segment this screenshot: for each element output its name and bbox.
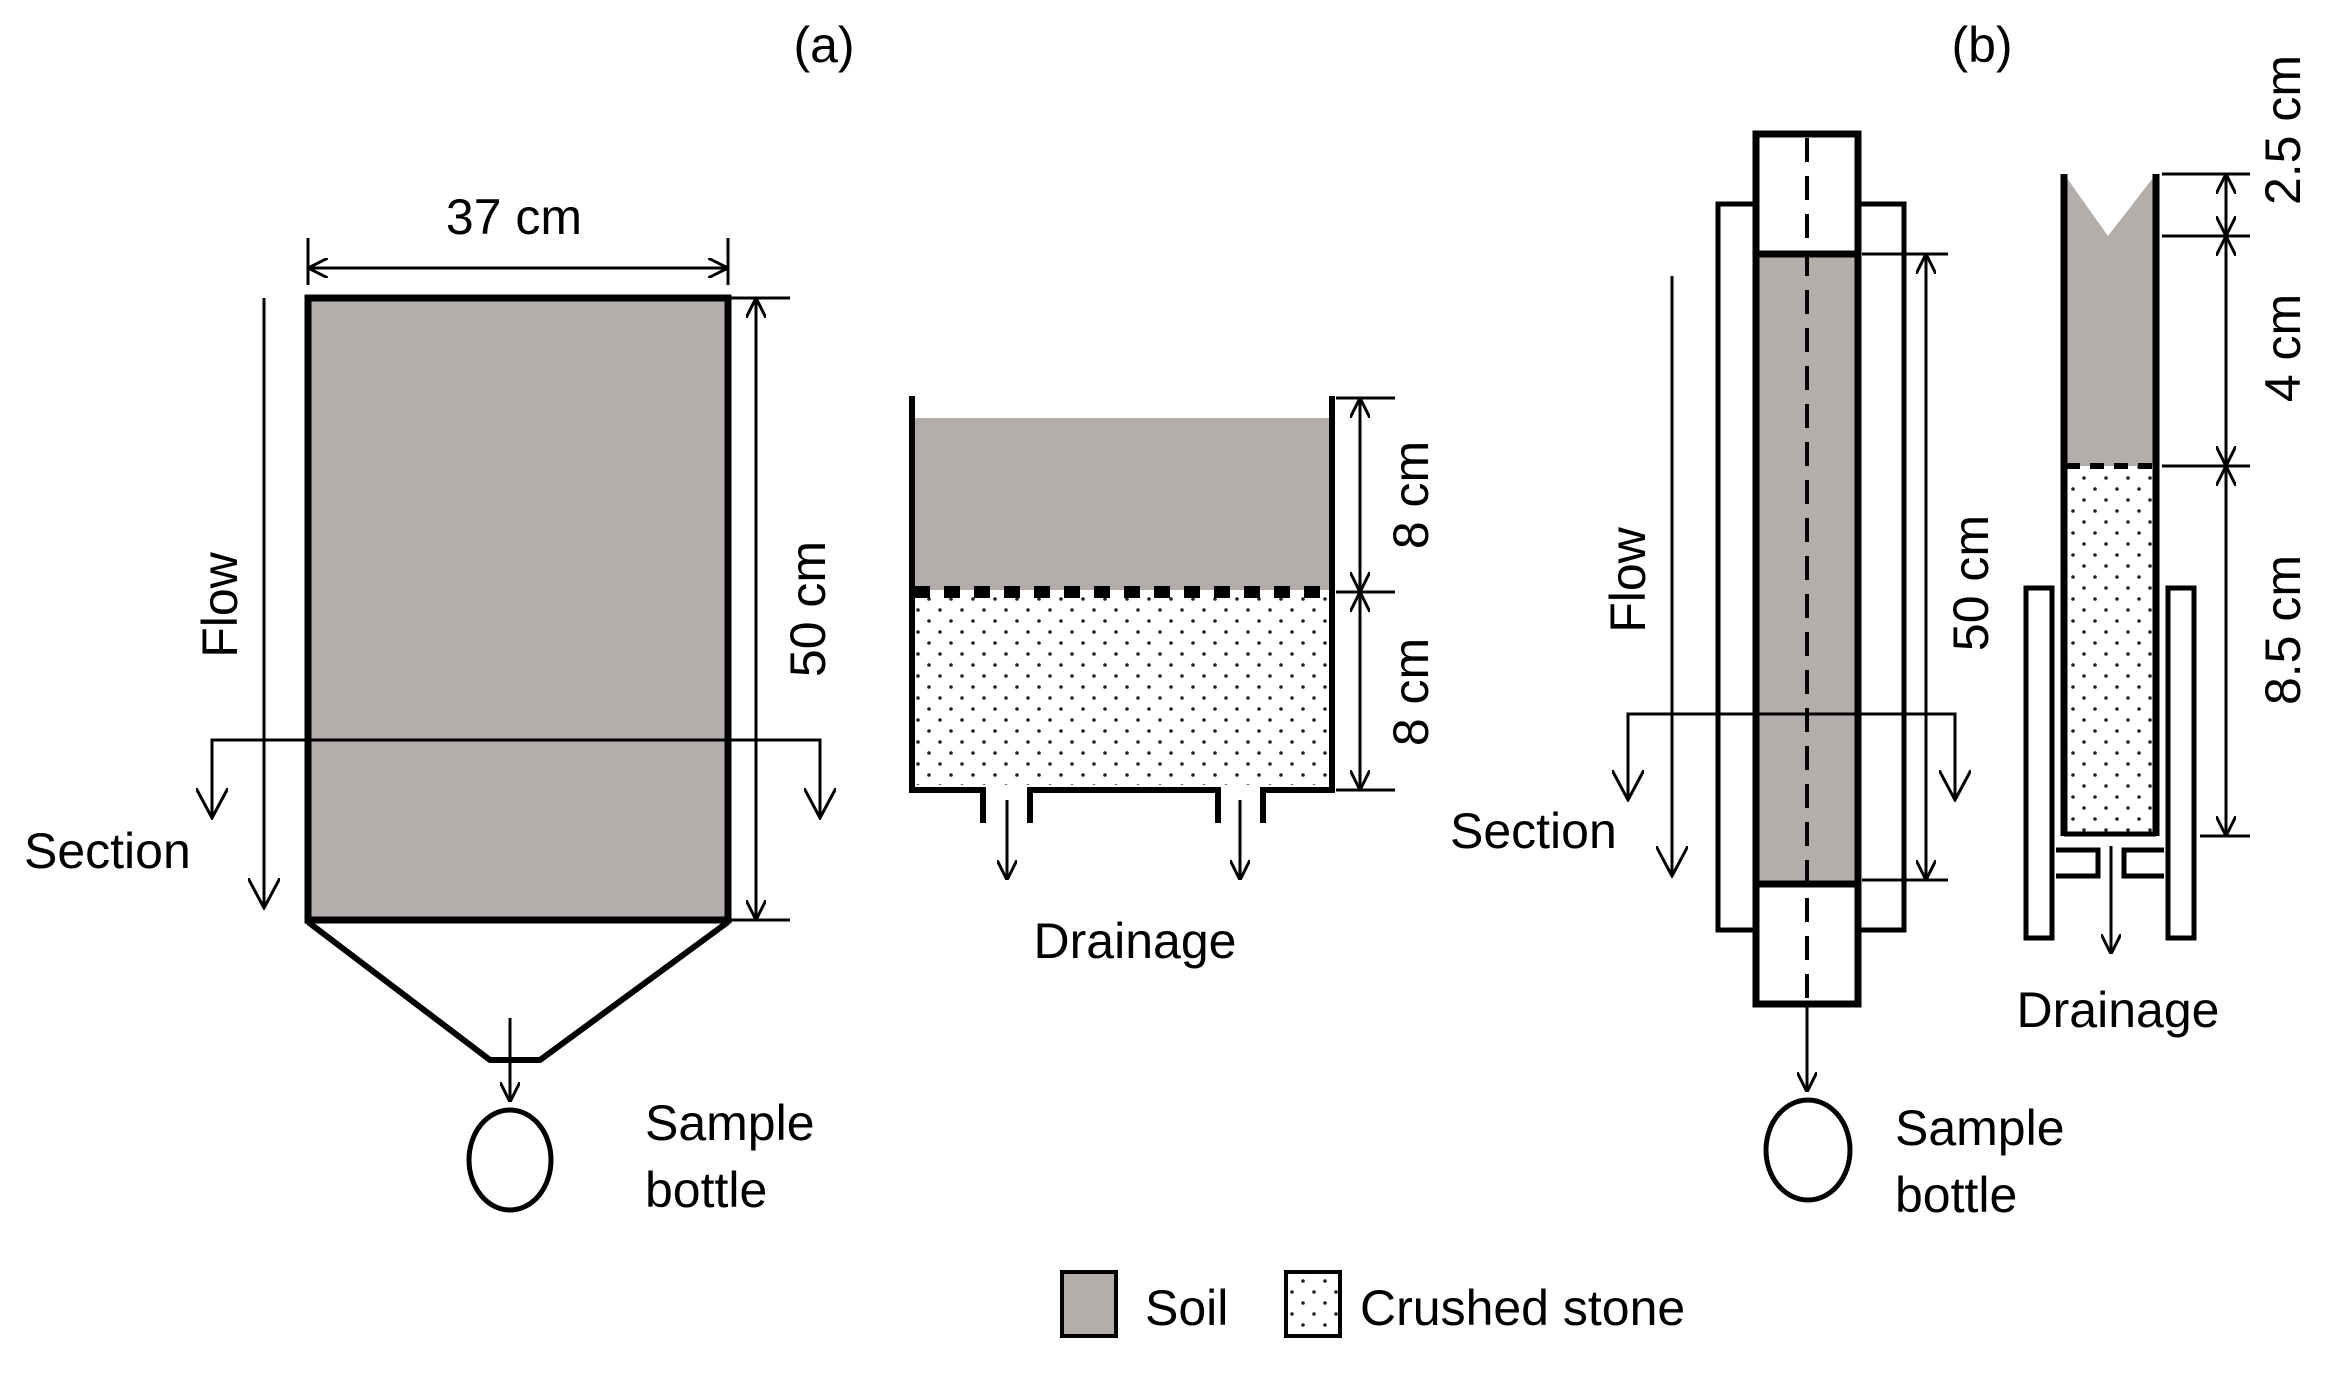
sec-b-dim-middle-label: 4 cm [2255,294,2311,402]
section-view-a: Drainage 8 cm 8 cm [909,396,1439,969]
sample-label-b-1: Sample [1895,1100,2065,1156]
section-a-floor-mid [1027,787,1221,823]
drainage-label-a: Drainage [1034,913,1237,969]
drainage-label-b: Drainage [2017,982,2220,1038]
panel-b: (b) Sample bottle 50 cm Flow Section [1450,17,2311,1223]
section-b-outlet-left [2056,847,2101,879]
funnel-a [306,919,730,1063]
sample-bottle-b [1763,1097,1853,1203]
b-height-label: 50 cm [1943,515,1999,651]
panel-a: (a) 37 cm Sample bottle 50 cm Flow Secti… [24,17,1439,1218]
legend: Soil Crushed stone [1060,1270,1685,1338]
sec-a-dim-bottom-label: 8 cm [1383,638,1439,746]
legend-soil-label: Soil [1145,1280,1228,1336]
section-label-a: Section [24,823,191,879]
flow-label-b: Flow [1600,526,1656,632]
width-dim-label: 37 cm [446,189,582,245]
legend-stone-swatch [1284,1270,1342,1338]
section-b-leg-left [2023,585,2055,941]
sample-label-a-2: bottle [645,1162,767,1218]
height-dim-label: 50 cm [780,541,836,677]
sec-b-dim-bottom-label: 8.5 cm [2255,555,2311,705]
section-a-wall-left [909,396,986,823]
section-b-outlet-right [2121,847,2164,879]
panel-a-label: (a) [793,17,854,73]
sample-bottle-a [466,1107,554,1213]
section-a-soil [914,418,1330,590]
sec-b-dim-top-label: 2.5 cm [2255,55,2311,205]
legend-stone-label: Crushed stone [1360,1280,1685,1336]
section-a-wall-right [1260,396,1335,823]
flow-label-a: Flow [192,551,248,657]
tank-a-soil [304,294,732,924]
panel-b-label: (b) [1951,17,2012,73]
section-b-leg-right [2165,585,2197,941]
section-b-soil [2064,174,2156,466]
sample-label-a-1: Sample [645,1095,815,1151]
section-label-b: Section [1450,803,1617,859]
sample-label-b-2: bottle [1895,1167,2017,1223]
section-view-b: Drainage 2.5 cm 4 cm 8.5 cm [2017,55,2311,1038]
section-b-stone [2064,466,2156,832]
section-a-stone [914,590,1330,785]
sec-a-dim-top-label: 8 cm [1383,441,1439,549]
legend-soil-swatch [1060,1270,1118,1338]
